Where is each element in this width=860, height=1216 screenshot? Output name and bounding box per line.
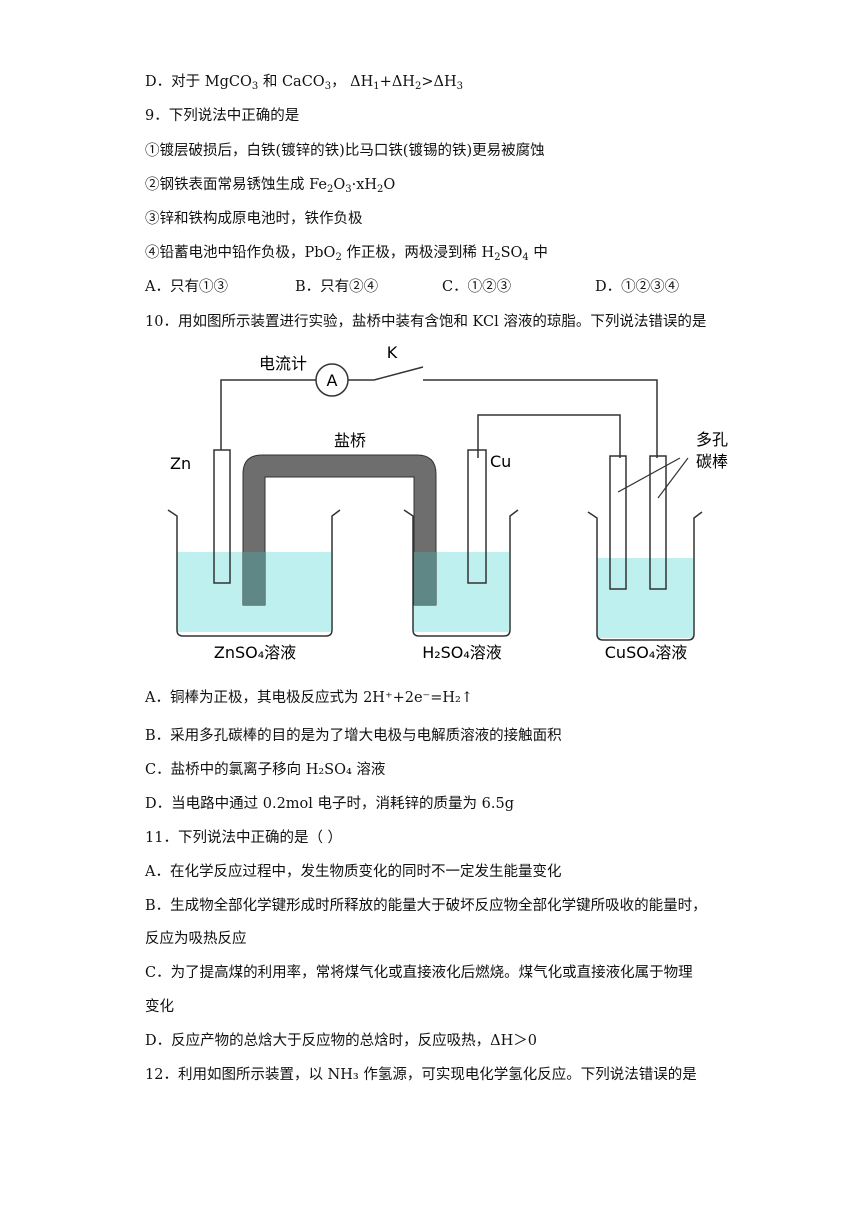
carbon-rod-2 <box>649 455 667 590</box>
q9-option-b[interactable]: B．只有②④ <box>295 279 379 295</box>
beaker-3 <box>587 511 703 641</box>
q10-option-c[interactable]: C．盐桥中的氯离子移向 H₂SO₄ 溶液 <box>145 762 386 778</box>
q11-option-c-line-2[interactable]: 变化 <box>145 999 174 1015</box>
ammeter-icon <box>315 363 349 397</box>
q9-statement-4: ④铅蓄电池中铅作负极，PbO2 作正极，两极浸到稀 H2SO4 中 <box>145 245 548 263</box>
q11-option-a[interactable]: A．在化学反应过程中，发生物质变化的同时不一定发生能量变化 <box>145 864 562 880</box>
q9-option-c[interactable]: C．①②③ <box>442 279 512 295</box>
q10-option-b[interactable]: B．采用多孔碳棒的目的是为了增大电极与电解质溶液的接触面积 <box>145 728 562 744</box>
beaker-2-label: H₂SO₄溶液 <box>422 643 502 662</box>
q9-stem: 9．下列说法中正确的是 <box>145 108 300 124</box>
q11-stem: 11．下列说法中正确的是（ ） <box>145 830 343 846</box>
beaker-1 <box>167 509 341 637</box>
q11-option-b-line-1[interactable]: B．生成物全部化学键形成时所释放的能量大于破坏反应物全部化学键所吸收的能量时， <box>145 898 707 914</box>
q9-statement-3: ③锌和铁构成原电池时，铁作负极 <box>145 211 363 227</box>
q9-statement-2: ②钢铁表面常易锈蚀生成 Fe2O3·xH2O <box>145 177 396 195</box>
beaker-3-label: CuSO₄溶液 <box>605 643 687 662</box>
ammeter-label: 电流计 <box>259 354 307 373</box>
q11-option-b-line-2[interactable]: 反应为吸热反应 <box>145 931 247 947</box>
q10-apparatus-figure: A 电流计 K 盐桥 Zn Cu 多孔 碳棒 ZnSO₄溶液 H₂SO₄溶液 C… <box>167 343 728 662</box>
copper-label: Cu <box>490 452 511 471</box>
q9-option-a[interactable]: A．只有①③ <box>145 279 228 295</box>
carbon-rod-1 <box>609 455 627 590</box>
q10-option-d[interactable]: D．当电路中通过 0.2mol 电子时，消耗锌的质量为 6.5g <box>145 796 514 812</box>
q9-statement-1: ①镀层破损后，白铁(镀锌的铁)比马口铁(镀锡的铁)更易被腐蚀 <box>145 143 545 159</box>
ammeter-symbol: A <box>327 371 338 390</box>
zinc-electrode <box>213 449 231 584</box>
beaker-1-label: ZnSO₄溶液 <box>214 643 296 662</box>
carbon-rod-label-1: 多孔 <box>696 430 728 449</box>
copper-electrode <box>467 449 487 584</box>
q10-option-a[interactable]: A．铜棒为正极，其电极反应式为 2H⁺+2e⁻=H₂↑ <box>145 690 473 706</box>
switch-label: K <box>387 343 398 362</box>
q10-stem: 10．用如图所示装置进行实验，盐桥中装有含饱和 KCl 溶液的琼脂。下列说法错误… <box>145 314 707 330</box>
q8-option-d: D．对于 MgCO3 和 CaCO3， ΔH1+ΔH2>ΔH3 <box>145 74 463 92</box>
beaker-2 <box>403 509 519 637</box>
carbon-rod-label-2: 碳棒 <box>696 452 728 471</box>
q12-stem: 12．利用如图所示装置，以 NH₃ 作氢源，可实现电化学氢化反应。下列说法错误的… <box>145 1067 697 1083</box>
q11-option-d[interactable]: D．反应产物的总焓大于反应物的总焓时，反应吸热，ΔH＞0 <box>145 1033 537 1049</box>
circuit-wires <box>220 366 658 458</box>
copper-sulfate-solution <box>597 558 693 638</box>
q11-option-c-line-1[interactable]: C．为了提高煤的利用率，常将煤气化或直接液化后燃烧。煤气化或直接液化属于物理 <box>145 965 693 981</box>
q9-option-d[interactable]: D．①②③④ <box>595 279 680 295</box>
salt-bridge-label: 盐桥 <box>334 431 366 450</box>
zinc-label: Zn <box>170 454 191 473</box>
